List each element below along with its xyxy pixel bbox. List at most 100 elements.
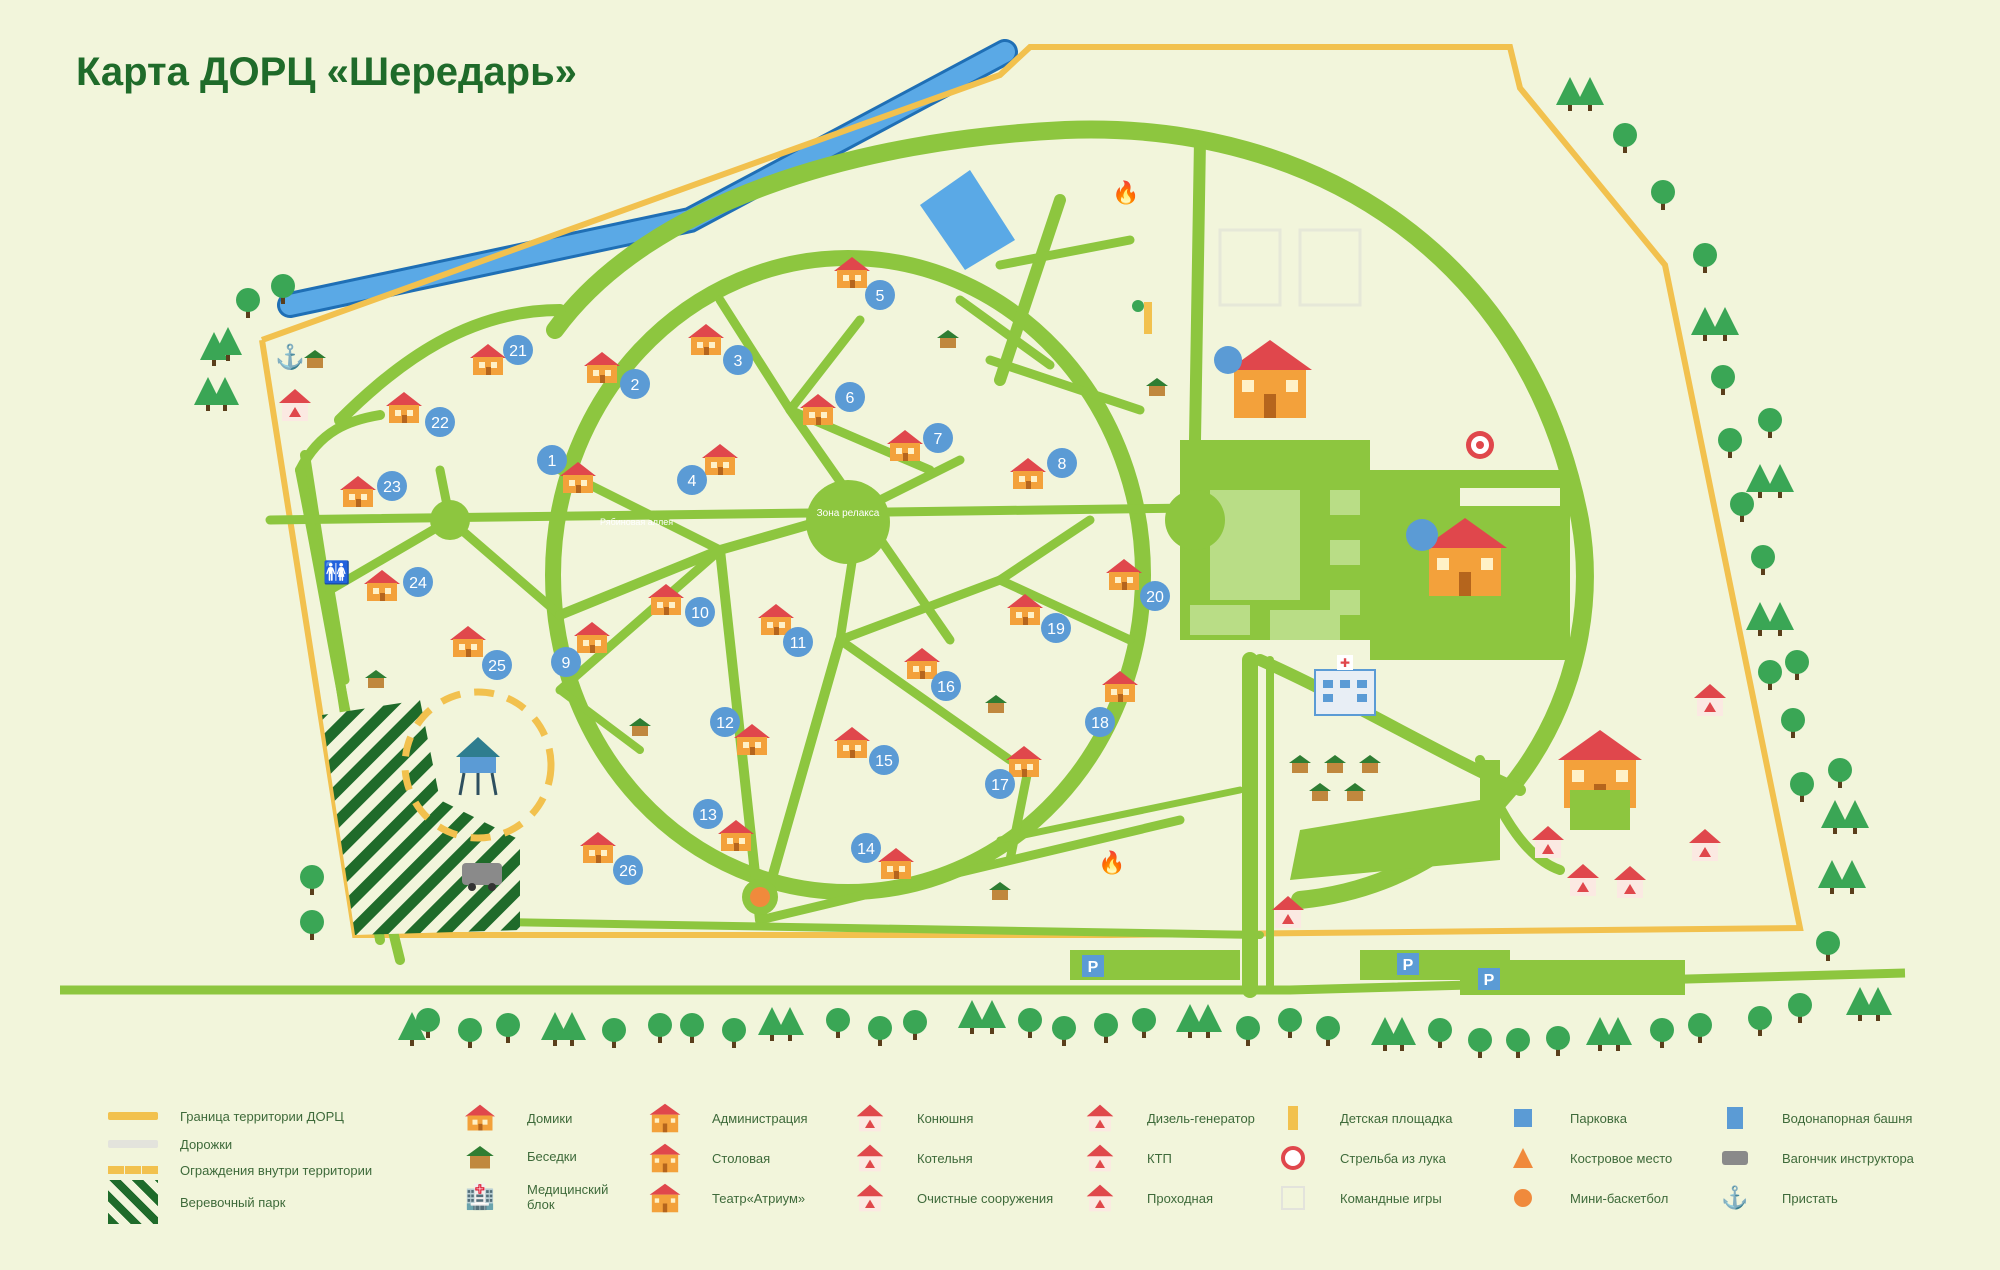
house-number-badge: 3 xyxy=(723,345,753,375)
house-number-badge: 22 xyxy=(425,407,455,437)
house-number-badge: 10 xyxy=(685,597,715,627)
tree-icon xyxy=(680,1013,704,1043)
svg-text:4: 4 xyxy=(688,473,697,490)
toilet-icon: 🚻 xyxy=(323,560,350,585)
legend-wagon: Вагончик инструктора xyxy=(1710,1144,1914,1172)
house-number-badge: 24 xyxy=(403,567,433,597)
house-number-badge: 19 xyxy=(1041,613,1071,643)
house-number-badge: 8 xyxy=(1047,448,1077,478)
svg-text:5: 5 xyxy=(876,288,885,305)
tree-icon xyxy=(1052,1016,1076,1046)
tree-icon xyxy=(1711,365,1735,395)
medical-block-icon: ✚ xyxy=(1314,655,1376,716)
tree-icon xyxy=(1748,1006,1772,1036)
tree-icon xyxy=(1506,1028,1530,1058)
tree-icon xyxy=(826,1008,850,1038)
tree-icon xyxy=(1758,660,1782,690)
tree-icon xyxy=(1758,408,1782,438)
house-number-badge: 15 xyxy=(869,745,899,775)
svg-text:22: 22 xyxy=(431,415,449,432)
tree-icon xyxy=(1236,1016,1260,1046)
boiler-building xyxy=(1689,829,1721,861)
tree-icon xyxy=(1821,800,1849,834)
house-21 xyxy=(470,344,506,375)
svg-text:6: 6 xyxy=(846,390,855,407)
house-number-badge: 26 xyxy=(613,855,643,885)
legend-checkpoint: Проходная xyxy=(1075,1184,1213,1212)
house-7 xyxy=(887,430,923,461)
tree-icon xyxy=(1132,1008,1156,1038)
legend-stable: Конюшня xyxy=(845,1104,973,1132)
legend-diesel: Дизель-генератор xyxy=(1075,1104,1255,1132)
tree-icon xyxy=(1785,650,1809,680)
tree-icon xyxy=(868,1016,892,1046)
legend-inner-fence: Ограждения внутри территории xyxy=(108,1156,372,1184)
svg-text:10: 10 xyxy=(691,605,709,622)
map-title: Карта ДОРЦ «Шередарь» xyxy=(76,50,577,94)
svg-text:20: 20 xyxy=(1146,589,1164,606)
house-8 xyxy=(1010,458,1046,489)
tree-icon xyxy=(300,865,324,895)
tree-icon xyxy=(1094,1013,1118,1043)
tree-icon xyxy=(1781,708,1805,738)
parking-label: P xyxy=(1403,957,1414,974)
legend-playground: Детская площадка xyxy=(1268,1104,1452,1132)
legend-basketball: Мини-баскетбол xyxy=(1498,1184,1668,1212)
house-25 xyxy=(450,626,486,657)
legend-boiler: Котельня xyxy=(845,1144,973,1172)
house-number-badge: 12 xyxy=(710,707,740,737)
tree-icon xyxy=(1651,180,1675,210)
legend-team-games: Командные игры xyxy=(1268,1184,1442,1212)
tree-icon xyxy=(1688,1013,1712,1043)
tree-icon xyxy=(1556,77,1584,111)
tree-icon xyxy=(1576,77,1604,111)
house-number-badge: 1 xyxy=(537,445,567,475)
tree-icon xyxy=(1766,602,1794,636)
house-number-badge: 5 xyxy=(865,280,895,310)
tree-icon xyxy=(1428,1018,1452,1048)
legend-theatre: Театр«Атриум» xyxy=(640,1183,805,1213)
team-games-icon xyxy=(1281,1186,1305,1210)
legend-parking: Парковка xyxy=(1498,1104,1627,1132)
anchor-icon: ⚓ xyxy=(1721,1185,1749,1210)
tree-icon xyxy=(1693,243,1717,273)
house-number-badge: 17 xyxy=(985,769,1015,799)
hospital-icon: 🏥 xyxy=(465,1183,495,1211)
legend-canteen: Столовая xyxy=(640,1143,770,1173)
svg-text:9: 9 xyxy=(562,655,571,672)
parking-label: P xyxy=(1088,959,1099,976)
svg-text:13: 13 xyxy=(699,807,717,824)
house-number-badge: 14 xyxy=(851,833,881,863)
tree-icon xyxy=(958,1000,986,1034)
svg-text:18: 18 xyxy=(1091,715,1109,732)
house-number-badge: 21 xyxy=(503,335,533,365)
house-3 xyxy=(688,324,724,355)
parking-area: P P P xyxy=(1070,950,1685,995)
tree-icon xyxy=(1691,307,1719,341)
svg-text:✚: ✚ xyxy=(1340,656,1350,670)
legend-houses: Домики xyxy=(455,1104,572,1132)
svg-text:23: 23 xyxy=(383,479,401,496)
archery-target-icon xyxy=(1281,1146,1305,1170)
house-number-badge: 18 xyxy=(1085,707,1115,737)
campfire-icon: 🔥 xyxy=(1098,850,1125,875)
campfire-icon xyxy=(1513,1148,1533,1168)
house-number-badge: 20 xyxy=(1140,581,1170,611)
house-number-badge: 9 xyxy=(551,647,581,677)
svg-text:2: 2 xyxy=(631,377,640,394)
tree-icon xyxy=(722,1018,746,1048)
stable-building xyxy=(1694,684,1726,716)
tree-icon xyxy=(1746,602,1774,636)
tree-icon xyxy=(1468,1028,1492,1058)
legend: Граница территории ДОРЦ Дорожки Огражден… xyxy=(0,1090,2000,1270)
legend-medical: 🏥Медицинский блок xyxy=(465,1182,609,1212)
archery-target-icon xyxy=(1466,431,1494,459)
tree-icon xyxy=(1828,758,1852,788)
house-23 xyxy=(340,476,376,507)
svg-text:19: 19 xyxy=(1047,621,1065,638)
tree-icon xyxy=(1790,772,1814,802)
svg-text:12: 12 xyxy=(716,715,734,732)
tree-icon xyxy=(1818,860,1846,894)
tree-icon xyxy=(602,1018,626,1048)
legend-ktp: КТП xyxy=(1075,1144,1172,1172)
